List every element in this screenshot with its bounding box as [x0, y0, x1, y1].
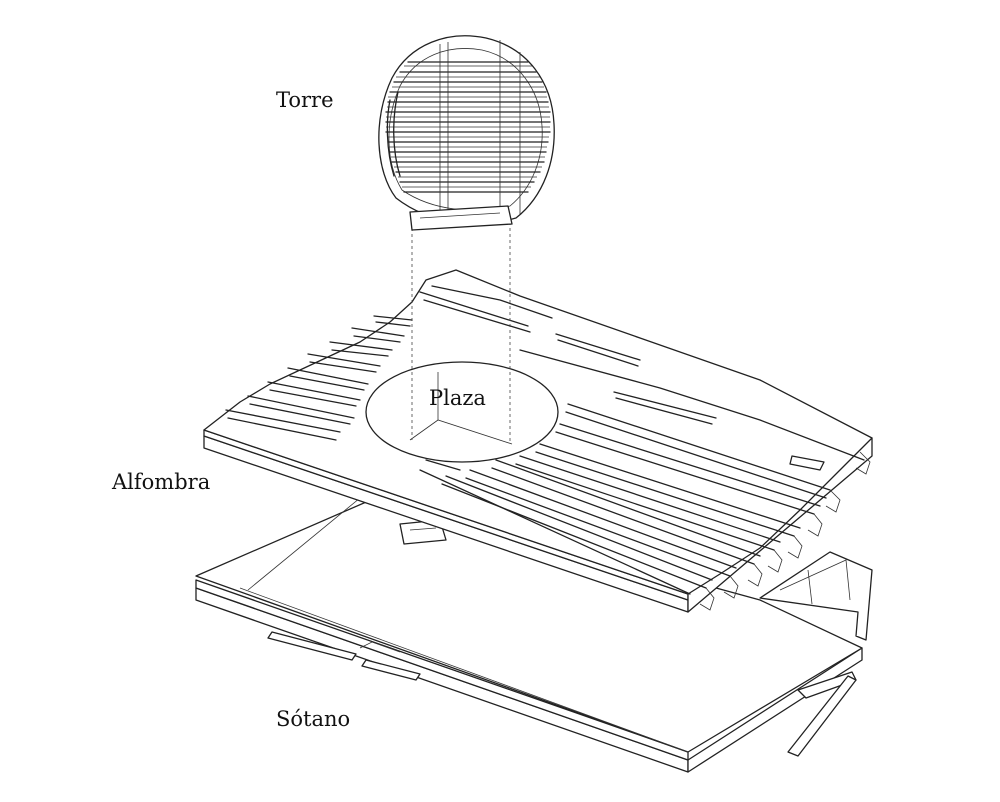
alfombra-layer [203, 269, 873, 613]
label-sotano: Sótano [276, 707, 351, 731]
sotano-layer [195, 495, 873, 773]
torre-layer [378, 35, 555, 444]
label-alfombra: Alfombra [112, 470, 211, 494]
label-torre: Torre [276, 88, 334, 112]
label-plaza: Plaza [429, 386, 486, 410]
